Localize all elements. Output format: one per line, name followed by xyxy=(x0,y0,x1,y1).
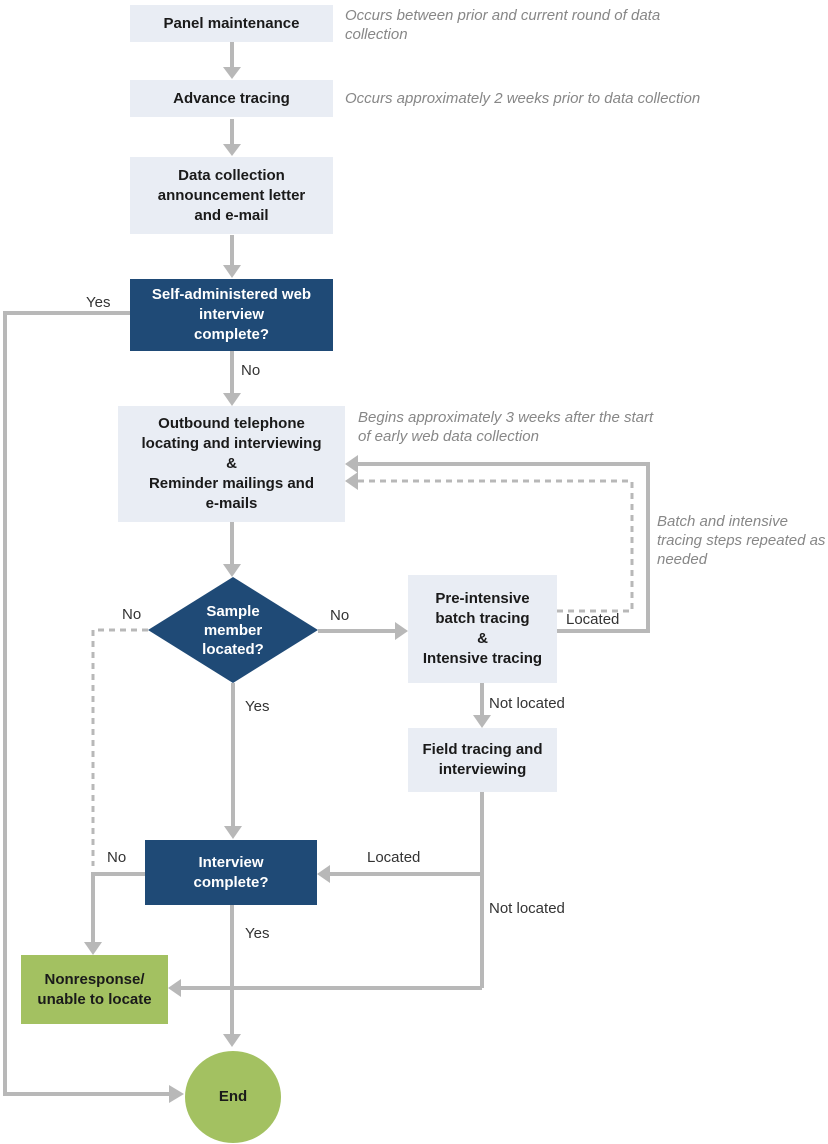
node-advance-tracing: Advance tracing xyxy=(130,80,333,117)
arrowhead-interview-right xyxy=(317,865,330,883)
arrowhead-nonresponse-right xyxy=(168,979,181,997)
edge-label-no-web: No xyxy=(241,362,261,379)
note-outbound: Begins approximately 3 weeks after the s… xyxy=(358,409,654,445)
edge-batch-located-to-outbound xyxy=(357,462,650,633)
node-web-interview-complete: Self-administered web interview complete… xyxy=(130,279,333,351)
edge-interview-no-to-nonresponse xyxy=(91,872,145,943)
edge-label-not-located-batch: Not located xyxy=(489,695,565,712)
node-pre-intensive-tracing: Pre-intensive batch tracing & Intensive … xyxy=(408,575,557,683)
edge-label-no-sample-right: No xyxy=(330,607,350,624)
edge-batch-located-dashed-to-outbound xyxy=(357,479,634,613)
note-advance-tracing: Occurs approximately 2 weeks prior to da… xyxy=(345,90,701,107)
arrowhead-outbound-top xyxy=(223,393,241,406)
node-panel-maintenance: Panel maintenance xyxy=(130,5,333,42)
arrowhead-end-left xyxy=(169,1085,184,1103)
edge-label-yes-web: Yes xyxy=(86,294,111,311)
arrowhead-nonresponse-top xyxy=(84,942,102,955)
arrowhead-sample-top xyxy=(223,564,241,577)
edge-label-located-field: Located xyxy=(367,849,421,866)
node-announcement-letter: Data collection announcement letter and … xyxy=(130,157,333,234)
edge-sample-no-dashed-left xyxy=(91,628,148,866)
arrowhead-end-top xyxy=(223,1034,241,1047)
note-tracing-loop: Batch and intensive tracing steps repeat… xyxy=(657,513,826,568)
arrowhead-announcement xyxy=(223,144,241,156)
arrowhead-outbound-right-dashed xyxy=(345,472,358,490)
edge-label-no-sample-left: No xyxy=(122,606,142,623)
edge-label-yes-sample: Yes xyxy=(245,698,270,715)
arrowhead-advance xyxy=(223,67,241,79)
arrowhead-outbound-right-solid xyxy=(345,455,358,473)
arrowhead-interview-top xyxy=(224,826,242,839)
edge-web-yes-to-end xyxy=(3,311,170,1096)
edge-label-located-loop: Located xyxy=(566,611,620,628)
arrowhead-batch-left xyxy=(395,622,408,640)
note-panel-maintenance: Occurs between prior and current round o… xyxy=(345,7,661,43)
node-end: End xyxy=(185,1051,281,1143)
node-interview-complete: Interview complete? xyxy=(145,840,317,905)
arrowhead-field-top xyxy=(473,715,491,728)
node-nonresponse: Nonresponse/ unable to locate xyxy=(21,955,168,1024)
node-outbound-telephone: Outbound telephone locating and intervie… xyxy=(118,406,345,522)
edge-label-yes-interview: Yes xyxy=(245,925,270,942)
edge-label-no-interview: No xyxy=(107,849,127,866)
arrowhead-web xyxy=(223,265,241,278)
node-field-tracing: Field tracing and interviewing xyxy=(408,728,557,792)
edge-label-not-located-field: Not located xyxy=(489,900,565,917)
